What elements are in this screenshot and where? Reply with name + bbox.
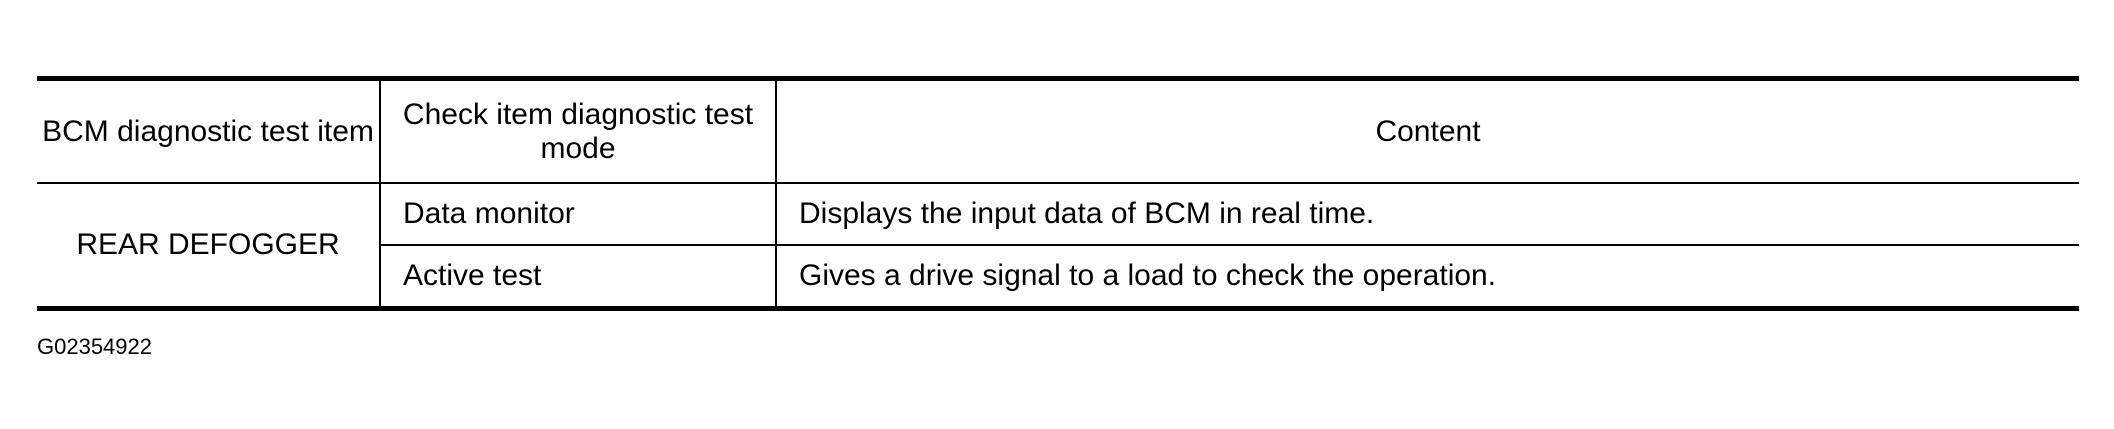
header-bcm-item: BCM diagnostic test item [37, 78, 381, 184]
header-content: Content [776, 78, 2079, 184]
diagnostic-table-container: BCM diagnostic test item Check item diag… [37, 76, 2079, 311]
mode-cell: Data monitor [380, 183, 777, 246]
mode-cell: Active test [380, 245, 777, 309]
header-row: BCM diagnostic test item Check item diag… [37, 78, 2079, 184]
diagnostic-table: BCM diagnostic test item Check item diag… [37, 76, 2079, 311]
content-cell: Gives a drive signal to a load to check … [799, 259, 1497, 292]
table-row: Active test Gives a drive signal to a lo… [37, 245, 2079, 309]
table-row: REAR DEFOGGER Data monitor Displays the … [37, 183, 2079, 309]
content-cell: Displays the input data of BCM in real t… [776, 183, 2079, 246]
figure-id: G02354922 [37, 334, 152, 359]
header-check-mode: Check item diagnostic test mode [380, 78, 777, 184]
bcm-item-cell: REAR DEFOGGER [37, 183, 381, 309]
